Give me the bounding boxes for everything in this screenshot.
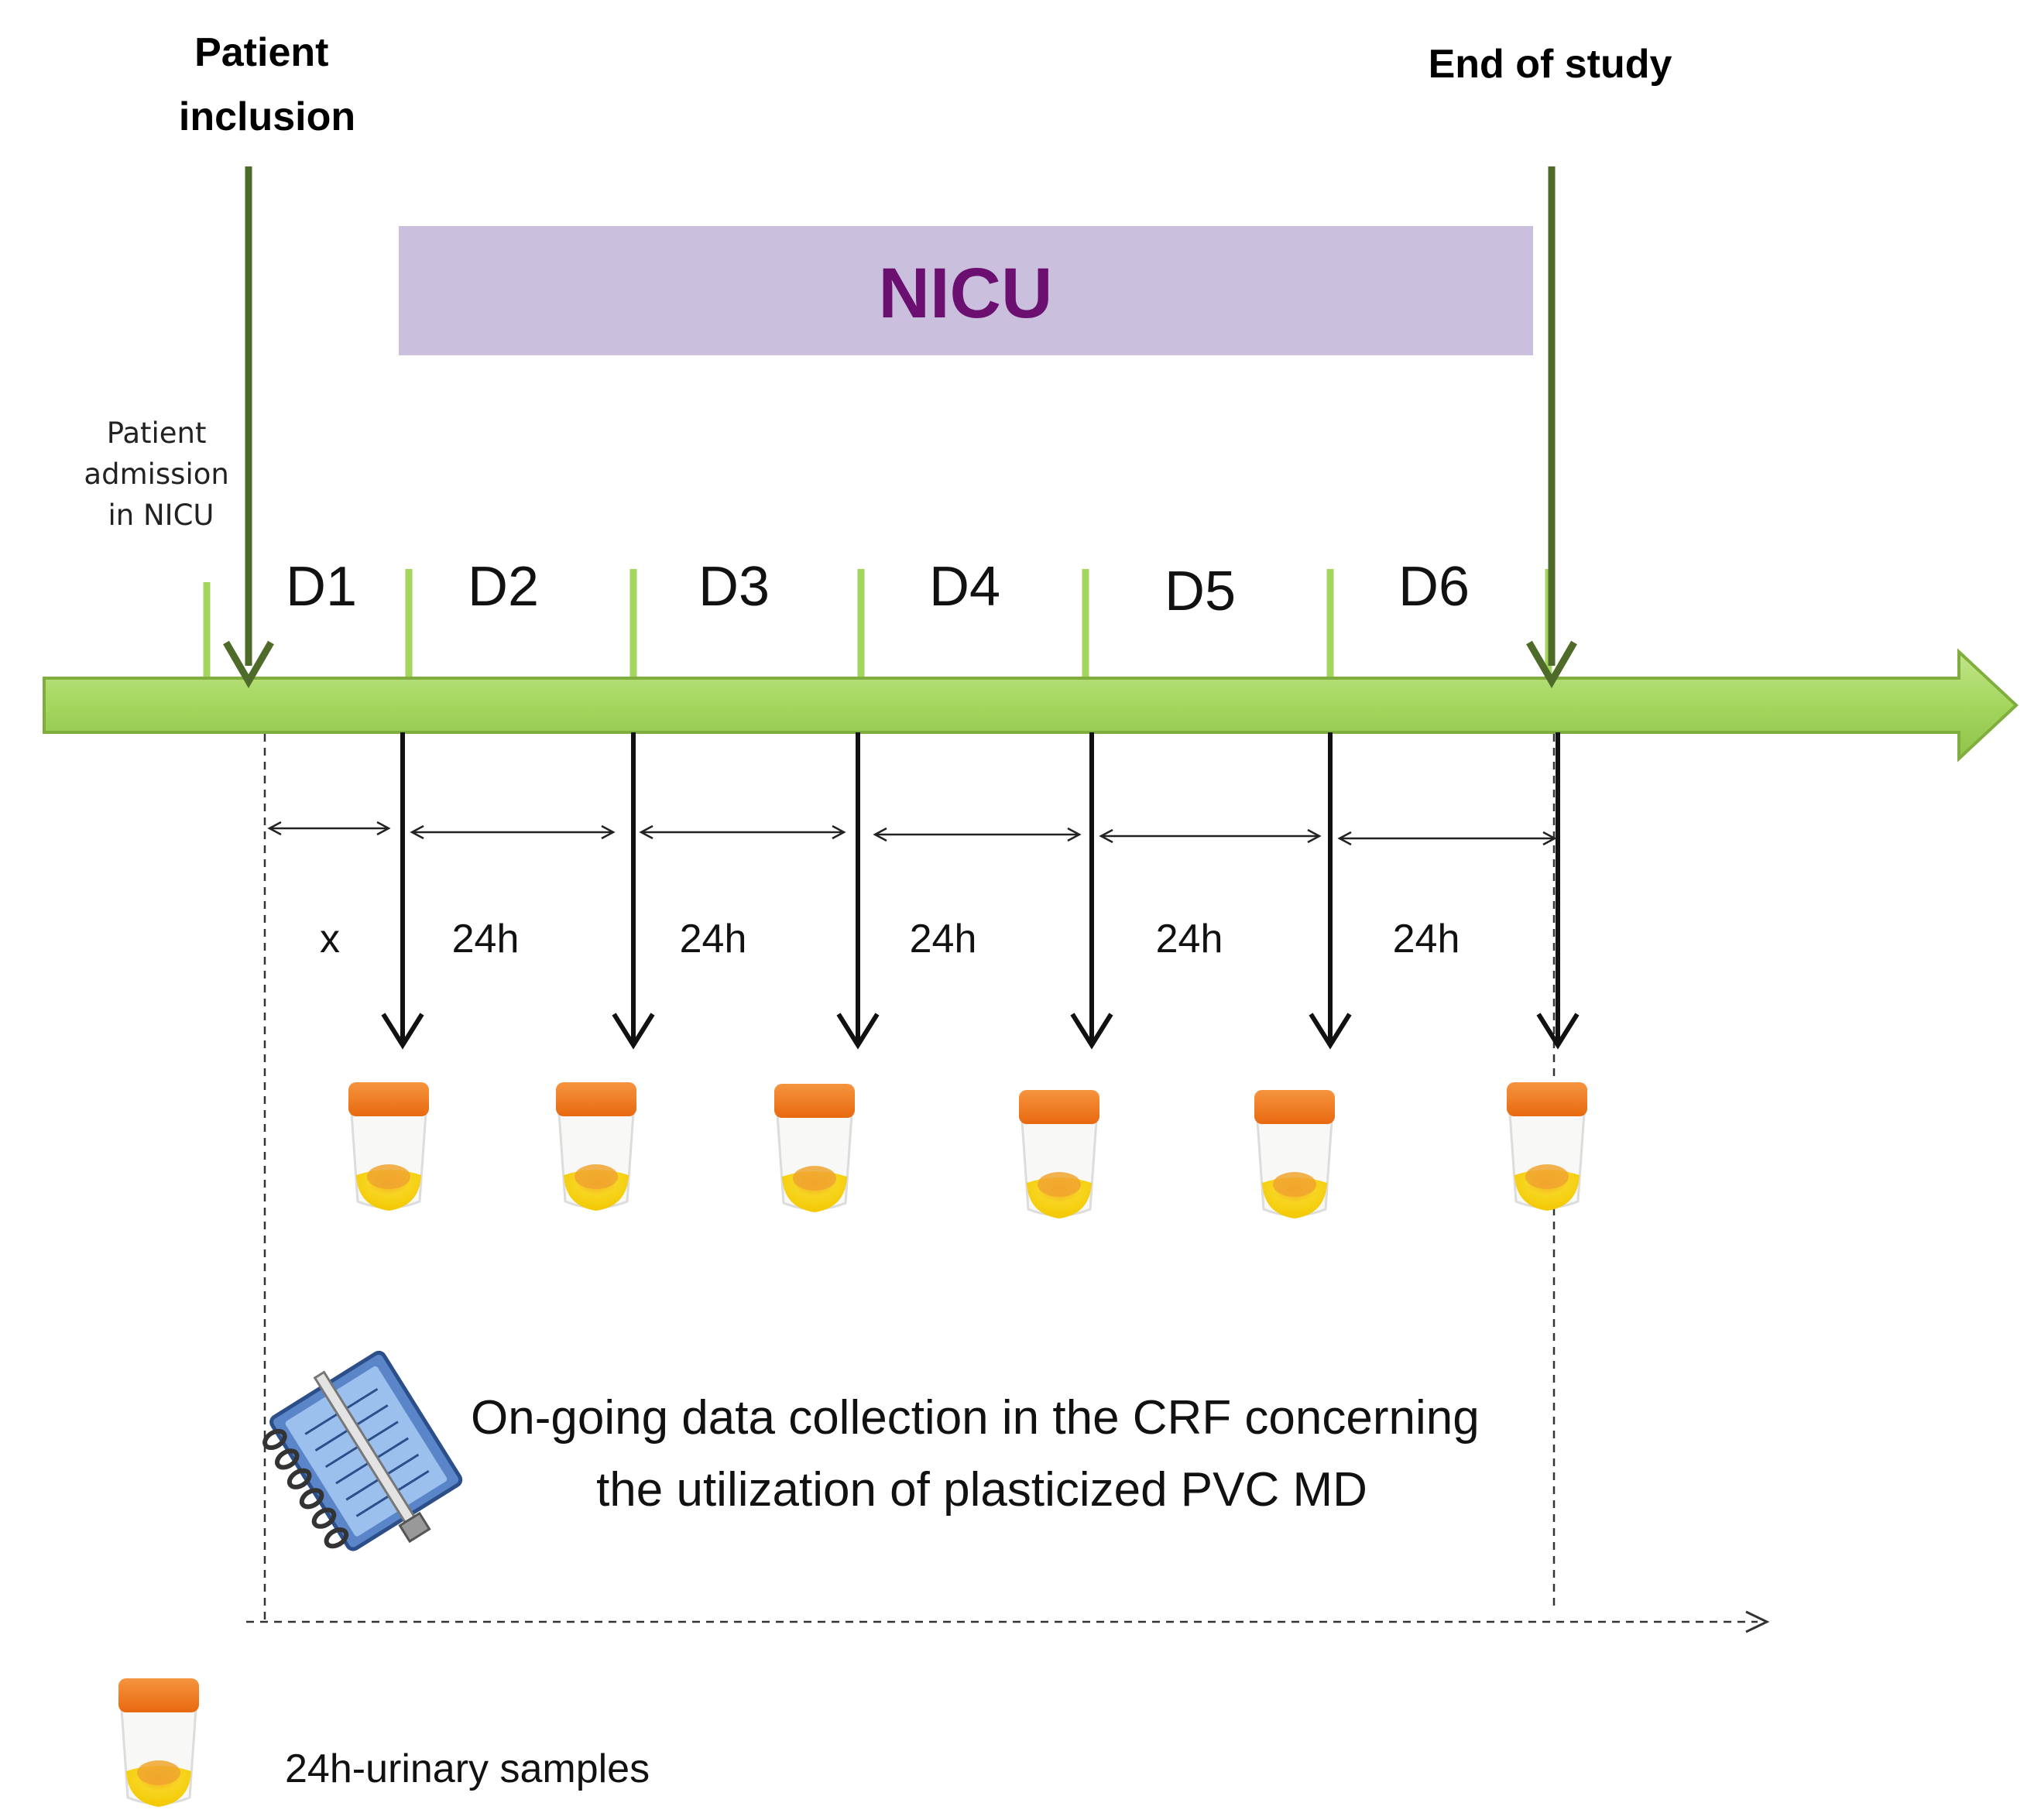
patient-admission-label: Patient admission in NICU <box>84 416 238 532</box>
end-of-study-label: End of study <box>1429 42 1672 87</box>
urine-sample-cup-icon <box>1253 1088 1336 1220</box>
data-collection-note: On-going data collection in the CRF conc… <box>471 1391 1493 1517</box>
patient-inclusion-label: Patient inclusion <box>179 30 355 139</box>
interval-label: 24h <box>680 917 747 961</box>
day-label-d3: D3 <box>698 556 770 618</box>
data-collection-arrowhead <box>1745 1610 1770 1633</box>
interval-label: 24h <box>452 917 520 961</box>
day-label-d4: D4 <box>929 556 1000 618</box>
day-label-d5: D5 <box>1165 560 1236 622</box>
urine-sample-cup-icon <box>1505 1081 1589 1212</box>
nicu-label: NICU <box>879 254 1053 333</box>
interval-label: x <box>320 917 340 961</box>
day-ticks <box>203 569 1552 681</box>
sampling-arrows <box>381 732 1580 1050</box>
crf-notebook-icon <box>262 1350 463 1551</box>
legend: 24h-urinary samples <box>117 1677 650 1808</box>
day-label-d6: D6 <box>1398 556 1470 618</box>
urine-sample-cups <box>347 1081 1589 1220</box>
interval-label: 24h <box>910 917 977 961</box>
interval-arrows <box>267 821 1557 846</box>
urine-sample-cup-icon <box>1017 1088 1101 1220</box>
legend-label: 24h-urinary samples <box>285 1746 650 1791</box>
interval-label: 24h <box>1156 917 1223 961</box>
legend-sample-cup-icon <box>117 1677 201 1808</box>
urine-sample-cup-icon <box>347 1081 430 1212</box>
interval-label: 24h <box>1393 917 1460 961</box>
end-of-study-arrow <box>1526 166 1577 688</box>
urine-sample-cup-icon <box>554 1081 638 1212</box>
day-label-d2: D2 <box>468 556 539 618</box>
urine-sample-cup-icon <box>773 1082 856 1214</box>
timeline-arrow <box>43 648 2019 763</box>
nicu-band <box>399 226 1533 355</box>
inclusion-arrow <box>223 166 274 688</box>
day-label-d1: D1 <box>286 556 357 618</box>
